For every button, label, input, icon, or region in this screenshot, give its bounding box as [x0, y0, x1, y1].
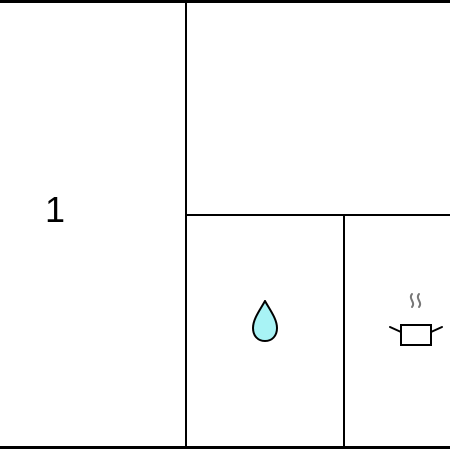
vertical-divider-bottom — [343, 215, 345, 448]
top-border — [0, 0, 450, 3]
bottom-border — [0, 446, 450, 449]
left-panel-label: 1 — [44, 189, 66, 230]
water-drop-icon — [250, 300, 280, 342]
horizontal-divider-right — [186, 214, 450, 216]
vertical-divider-left — [185, 0, 187, 449]
steaming-pot-icon — [388, 292, 446, 350]
